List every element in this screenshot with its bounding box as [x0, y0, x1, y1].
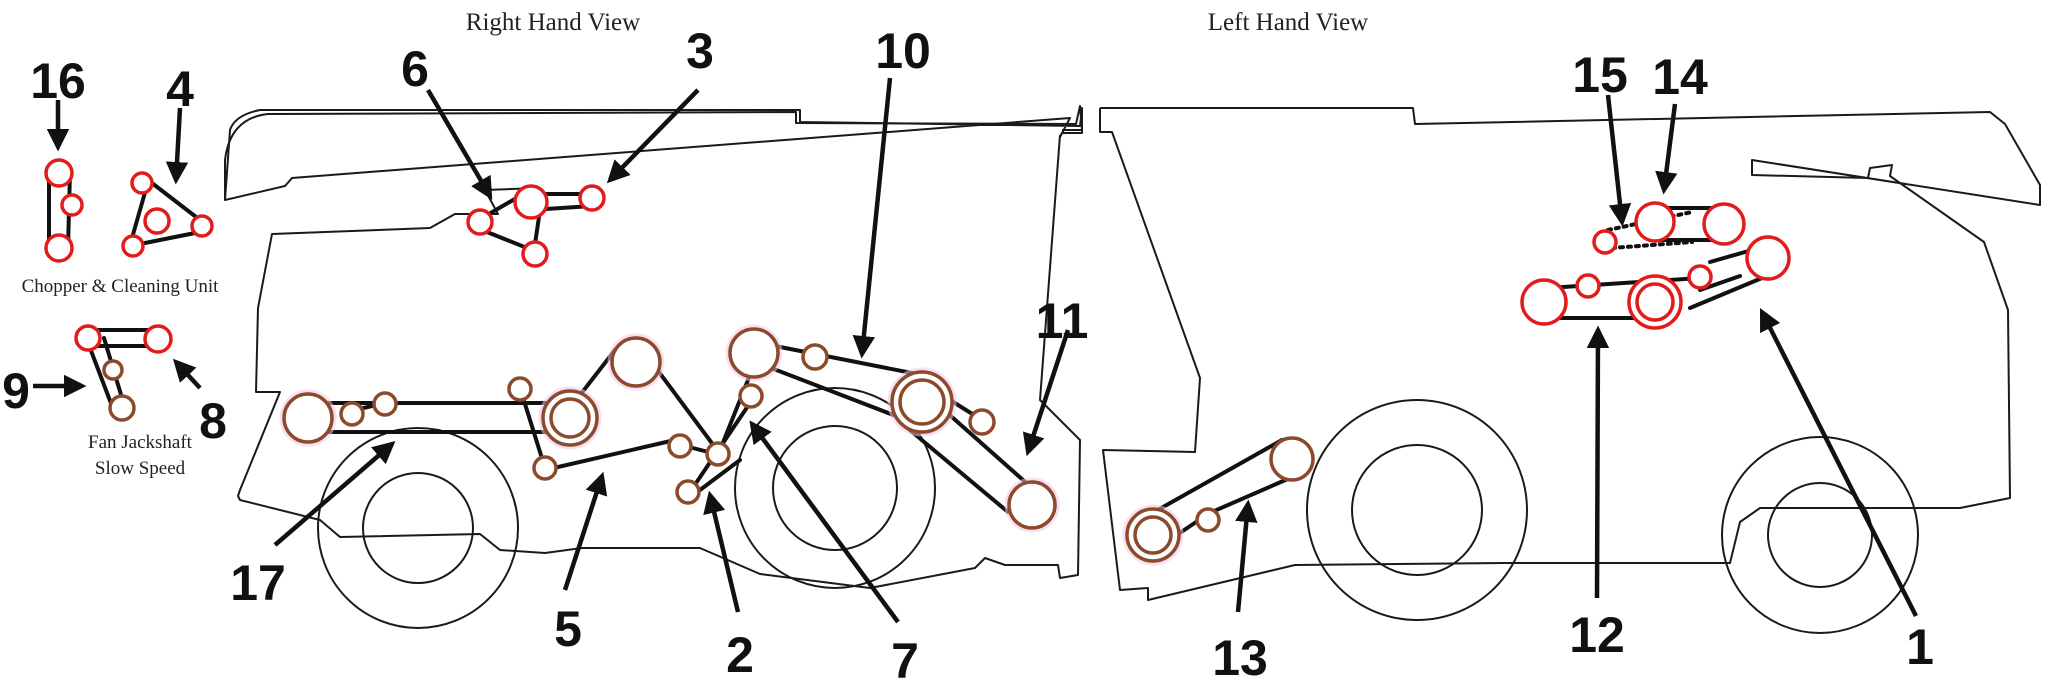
arrow-15 — [1605, 94, 1632, 227]
pulley — [372, 391, 398, 417]
pulley — [738, 383, 764, 409]
slow-speed-caption: Slow Speed — [95, 458, 186, 479]
arrow-17 — [273, 441, 396, 547]
callout-16: 16 — [30, 53, 86, 109]
pulley — [968, 408, 996, 436]
pulley — [282, 392, 334, 444]
right-grain-tank-outline — [224, 107, 1083, 201]
pulley — [578, 184, 606, 212]
arrow-2 — [703, 490, 741, 613]
right-view-combine-outline — [224, 105, 1083, 629]
arrow-3 — [606, 88, 700, 184]
pulley — [44, 158, 74, 188]
arrow-8 — [172, 358, 202, 390]
callout-9: 9 — [2, 363, 30, 419]
pulley — [339, 401, 365, 427]
pulley — [74, 324, 102, 352]
arrow-12 — [1586, 325, 1610, 599]
callout-1: 1 — [1906, 619, 1934, 675]
fan-jackshaft-caption: Fan Jackshaft — [88, 432, 193, 453]
left-front-wheel-outer — [1306, 399, 1528, 621]
pulley — [521, 240, 549, 268]
callout-12: 12 — [1569, 607, 1625, 663]
callout-17: 17 — [230, 555, 286, 611]
pulley — [1745, 235, 1791, 281]
arrow-6 — [426, 88, 493, 200]
left-front-wheel-hub — [1351, 444, 1483, 576]
callout-13: 13 — [1212, 630, 1268, 683]
arrow-11 — [1022, 329, 1071, 457]
pulley — [143, 324, 173, 354]
pulley — [1634, 201, 1676, 243]
pulley — [1133, 515, 1173, 555]
pulley — [1635, 282, 1675, 322]
arrow-5 — [562, 471, 608, 591]
callout-11: 11 — [1036, 293, 1089, 349]
callout-14: 14 — [1652, 49, 1708, 105]
pulley — [549, 397, 591, 439]
pulley — [466, 208, 494, 236]
callout-arrows — [33, 77, 1919, 624]
pulley — [130, 171, 154, 195]
callout-10: 10 — [875, 23, 931, 79]
pulley — [1592, 229, 1618, 255]
callout-5: 5 — [554, 601, 582, 657]
belts — [47, 170, 1764, 547]
callout-6: 6 — [401, 41, 429, 97]
pulley — [675, 479, 701, 505]
left-rear-wheel-hub — [1767, 482, 1873, 588]
arrow-7 — [749, 420, 900, 624]
pulley — [705, 441, 731, 467]
right-rear-wheel-hub — [772, 425, 898, 551]
callout-numbers: 16 4 9 8 6 3 10 11 17 5 2 7 13 12 1 15 1… — [2, 23, 1934, 683]
left-grain-tank-outline — [1099, 107, 2041, 601]
callout-4: 4 — [166, 61, 194, 117]
pulley — [667, 433, 693, 459]
pulley — [898, 378, 946, 426]
left-view-combine-outline — [1099, 107, 2041, 634]
callout-8: 8 — [199, 393, 227, 449]
pulley — [610, 336, 662, 388]
pulley — [108, 394, 136, 422]
pulley — [532, 455, 558, 481]
pulley — [1687, 264, 1713, 290]
pulley — [143, 207, 171, 235]
right-rear-wheel-outer — [734, 387, 936, 589]
chopper-cleaning-caption: Chopper & Cleaning Unit — [22, 276, 220, 297]
arrow-4 — [165, 107, 189, 185]
pulley — [121, 234, 145, 258]
pulley — [801, 343, 829, 371]
pulley — [102, 359, 124, 381]
pulley — [44, 233, 74, 263]
pulley — [1520, 278, 1568, 326]
pulley — [190, 214, 214, 238]
right-front-wheel-hub — [362, 472, 474, 584]
left-rear-wheel-outer — [1721, 436, 1919, 634]
callout-2: 2 — [726, 627, 754, 683]
pulley — [1575, 273, 1601, 299]
pulley — [60, 193, 84, 217]
right-grain-tank-roof — [224, 105, 1083, 200]
arrow-14 — [1655, 103, 1678, 195]
callout-15: 15 — [1572, 47, 1628, 103]
arrow-10 — [852, 77, 893, 359]
pulley — [728, 327, 780, 379]
right-hand-view-title: Right Hand View — [466, 9, 640, 36]
callout-7: 7 — [891, 633, 919, 683]
callout-3: 3 — [686, 23, 714, 79]
pulley — [513, 184, 549, 220]
left-hand-view-title: Left Hand View — [1208, 9, 1369, 36]
pulleys — [44, 158, 1791, 566]
pulley — [1702, 202, 1746, 246]
pulley — [1007, 480, 1057, 530]
arrow-13 — [1235, 499, 1258, 613]
pulley — [1195, 507, 1221, 533]
pulley — [507, 376, 533, 402]
pulley — [1269, 436, 1315, 482]
arrow-1 — [1759, 307, 1919, 618]
right-front-wheel-outer — [317, 427, 519, 629]
